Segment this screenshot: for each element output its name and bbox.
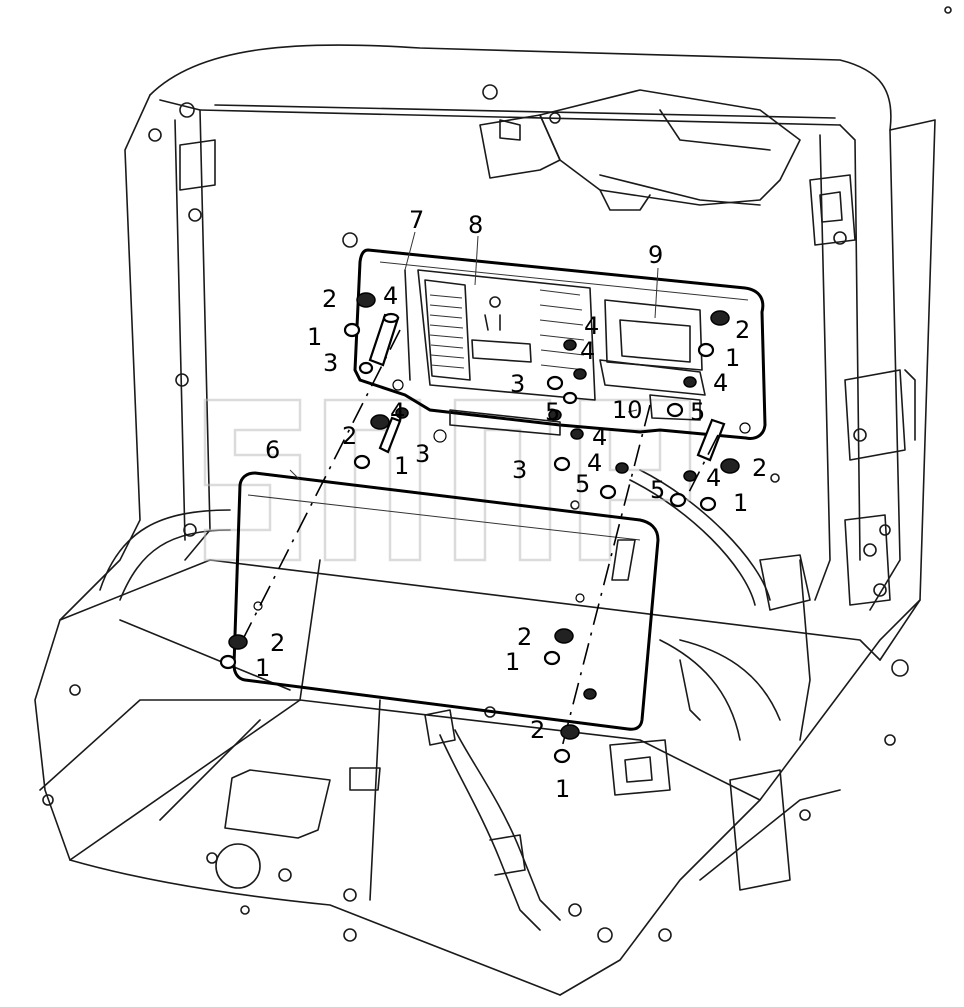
cover-plate — [232, 471, 660, 731]
controller-fins — [429, 289, 586, 371]
callout-4: 4 — [592, 423, 607, 451]
callout-1: 1 — [394, 452, 409, 480]
callout-2: 2 — [530, 716, 545, 744]
watermark — [203, 398, 692, 562]
callout-8: 8 — [468, 211, 483, 239]
callout-4: 4 — [580, 337, 595, 365]
callout-4: 4 — [713, 369, 728, 397]
callout-2: 2 — [342, 422, 357, 450]
fasteners — [219, 292, 740, 764]
callout-4: 4 — [706, 464, 721, 492]
callout-9: 9 — [648, 241, 663, 269]
alignment-lines — [239, 329, 719, 756]
callout-3: 3 — [323, 349, 338, 377]
mounting-plate — [353, 248, 767, 462]
callout-2: 2 — [270, 629, 285, 657]
cab-frame — [34, 6, 952, 996]
callout-1: 1 — [505, 648, 520, 676]
callout-6: 6 — [265, 436, 280, 464]
callout-4: 4 — [383, 282, 398, 310]
leader-lines — [289, 231, 659, 481]
callout-1: 1 — [307, 323, 322, 351]
callout-4: 4 — [587, 449, 602, 477]
callout-10: 10 — [612, 396, 643, 424]
callout-3: 3 — [510, 370, 525, 398]
callout-1: 1 — [725, 344, 740, 372]
callout-4: 4 — [584, 312, 599, 340]
callout-1: 1 — [255, 654, 270, 682]
callout-7: 7 — [409, 206, 424, 234]
callout-3: 3 — [512, 456, 527, 484]
callout-2: 2 — [752, 454, 767, 482]
callout-2: 2 — [735, 316, 750, 344]
callout-5: 5 — [690, 398, 705, 426]
callout-3: 3 — [415, 440, 430, 468]
callout-5: 5 — [650, 476, 665, 504]
callout-2: 2 — [517, 623, 532, 651]
callout-5: 5 — [545, 398, 560, 426]
callout-1: 1 — [733, 489, 748, 517]
callout-2: 2 — [322, 285, 337, 313]
callout-4: 4 — [390, 398, 405, 426]
callout-labels: 7 8 9 6 10 2 4 1 3 4 2 3 1 4 4 3 5 4 3 4… — [255, 206, 767, 803]
callout-5: 5 — [575, 470, 590, 498]
callout-1: 1 — [555, 775, 570, 803]
